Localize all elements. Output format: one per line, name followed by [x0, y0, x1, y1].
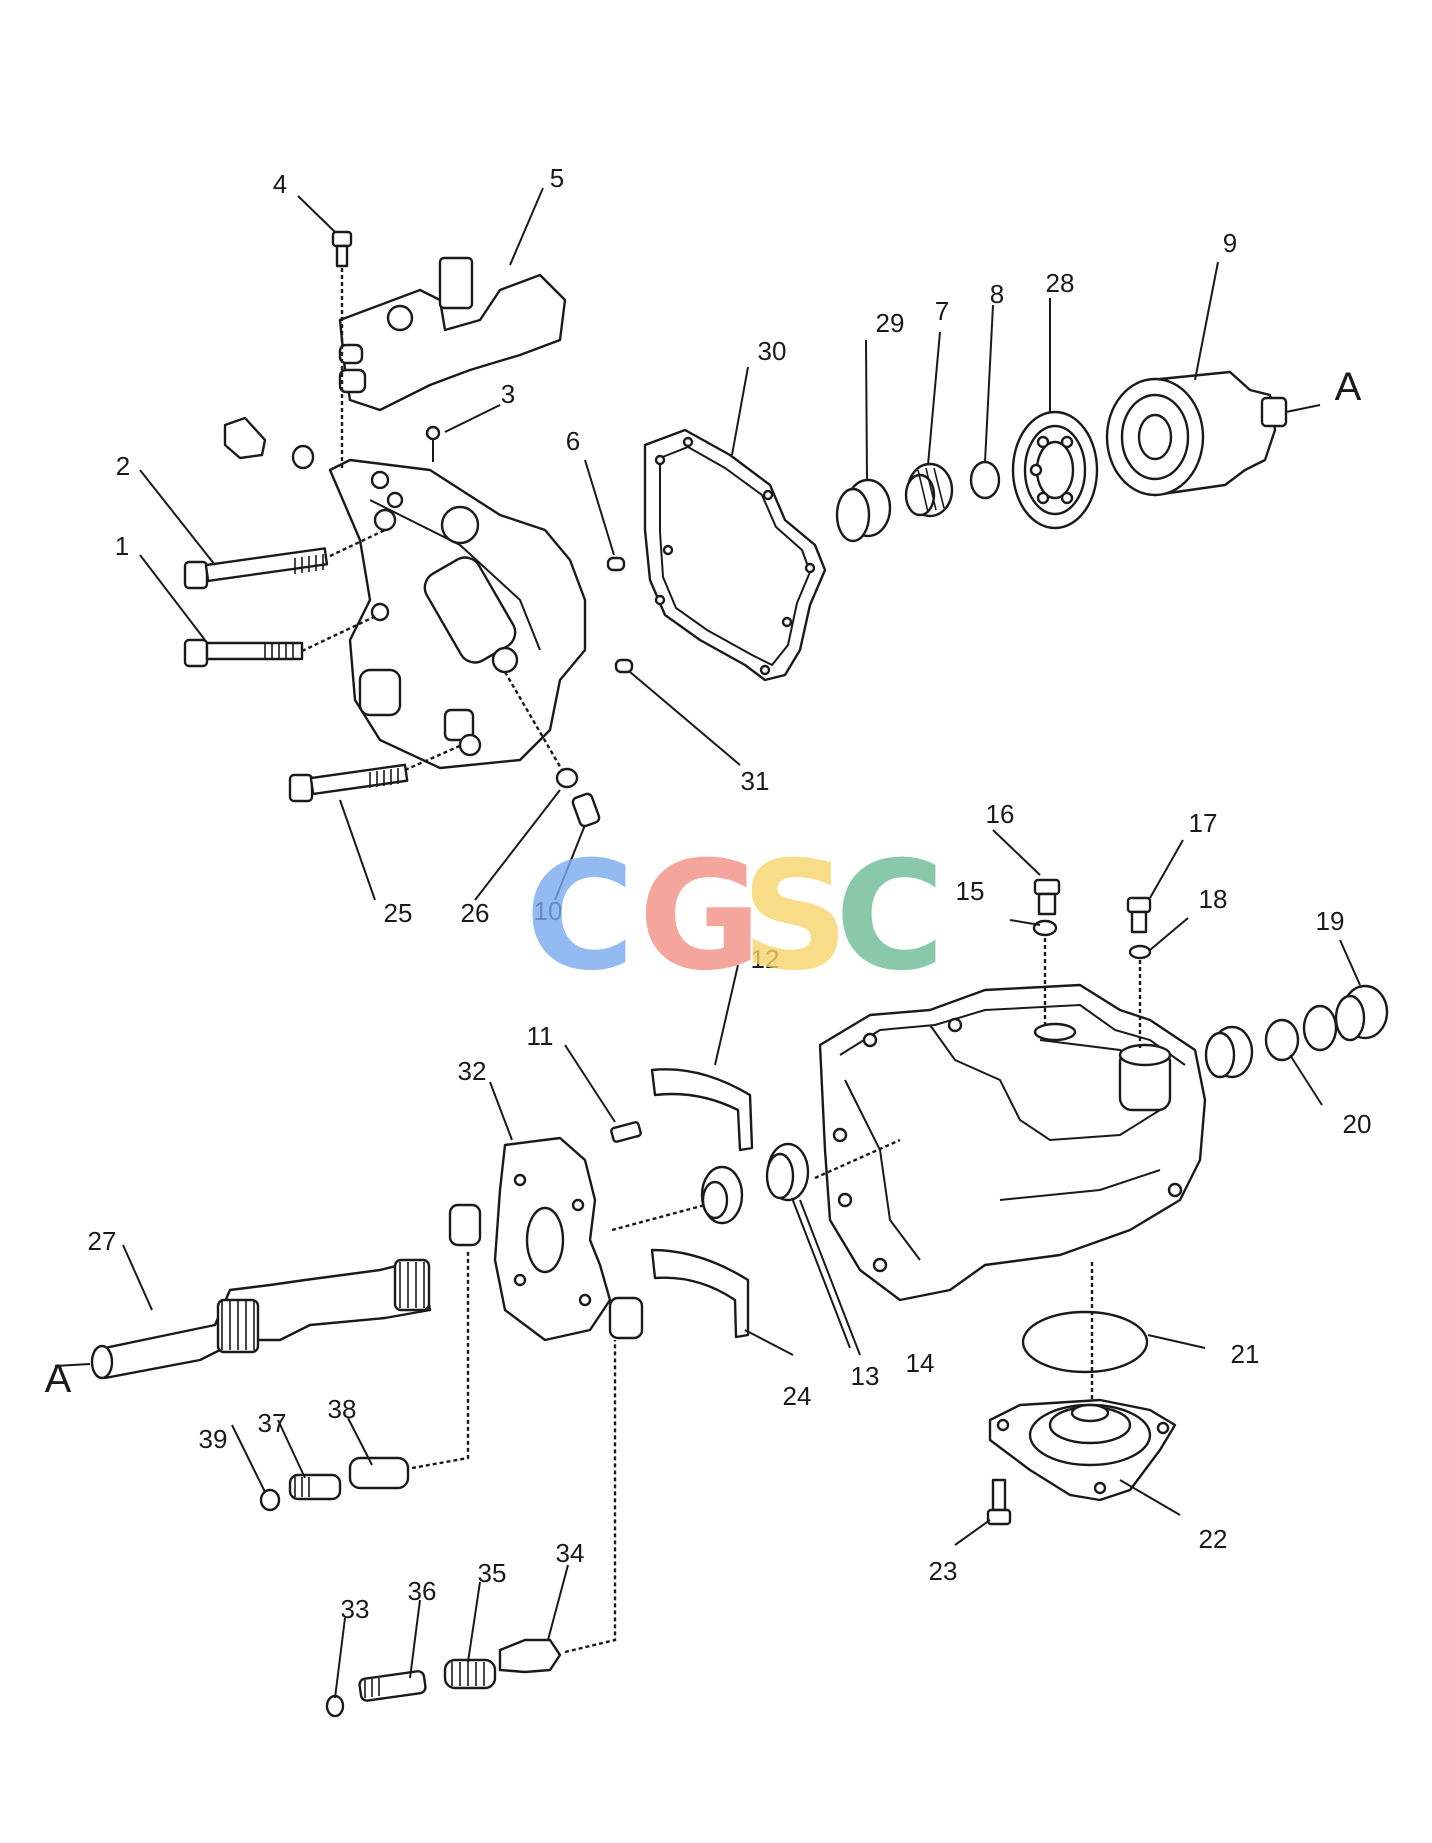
dowel-pin-31	[614, 658, 634, 674]
callout-36: 36	[408, 1576, 437, 1606]
seal-19	[1334, 984, 1389, 1042]
bolt-23	[986, 1478, 1012, 1526]
callouts: 1 2 3 4 5 6 7 8 9 10 11 12 13 14 15 16 1…	[88, 163, 1372, 1624]
callout-38: 38	[328, 1394, 357, 1424]
cover-22	[988, 1398, 1177, 1502]
callout-5: 5	[550, 163, 564, 193]
callout-12: 12	[751, 944, 780, 974]
carrier-32	[448, 1136, 706, 1342]
callout-11: 11	[527, 1021, 554, 1051]
callout-17: 17	[1189, 808, 1218, 838]
callout-7: 7	[935, 296, 949, 326]
callout-18: 18	[1199, 884, 1228, 914]
upper-housing	[328, 458, 587, 770]
callout-25: 25	[384, 898, 413, 928]
callout-28: 28	[1046, 268, 1075, 298]
ring-39	[259, 1488, 281, 1512]
callout-29: 29	[876, 308, 905, 338]
plug-16	[1033, 878, 1061, 916]
solenoid-valve	[338, 256, 567, 412]
callout-14: 14	[906, 1348, 935, 1378]
callout-35: 35	[478, 1558, 507, 1588]
spring-pin-37	[288, 1473, 342, 1501]
callout-33: 33	[341, 1594, 370, 1624]
callout-24: 24	[783, 1381, 812, 1411]
dowel-pin-6	[606, 556, 626, 572]
seal-stack	[1204, 1004, 1338, 1079]
connector-mark-top: A	[1335, 365, 1362, 409]
ring-33	[325, 1694, 345, 1718]
callout-20: 20	[1343, 1109, 1372, 1139]
callout-23: 23	[929, 1556, 958, 1586]
callout-9: 9	[1223, 228, 1237, 258]
callout-8: 8	[990, 279, 1004, 309]
screw-11	[610, 1121, 642, 1143]
snap-ring-8	[969, 460, 1001, 500]
bolt-1	[183, 613, 379, 668]
callout-22: 22	[1199, 1524, 1228, 1554]
bearing-cup-29	[835, 478, 892, 543]
bolt-4	[331, 230, 353, 470]
shoe-24	[650, 1248, 750, 1339]
shaft-27	[54, 1258, 432, 1380]
pin-36	[358, 1670, 427, 1702]
bearing-13	[700, 1165, 744, 1225]
callout-30: 30	[758, 336, 787, 366]
callout-6: 6	[566, 426, 580, 456]
gasket-30	[643, 428, 827, 682]
callout-32: 32	[458, 1056, 487, 1086]
callout-16: 16	[986, 799, 1015, 829]
plug-10	[571, 792, 601, 828]
watermark-letter-s: S	[741, 830, 849, 1004]
callout-4: 4	[273, 169, 287, 199]
seal-14	[765, 1142, 810, 1202]
piston-34	[498, 1340, 617, 1674]
lower-housing	[814, 983, 1207, 1302]
callout-15: 15	[956, 876, 985, 906]
callout-13: 13	[851, 1361, 880, 1391]
ball-bearing-28	[1011, 410, 1099, 530]
callout-19: 19	[1316, 906, 1345, 936]
callout-26: 26	[461, 898, 490, 928]
o-ring-21	[1021, 1262, 1149, 1400]
cgsc-watermark-logo: C G S C	[525, 830, 945, 1004]
plug-17	[1126, 896, 1152, 934]
callout-37: 37	[258, 1408, 287, 1438]
bolt-25	[288, 743, 463, 803]
callout-1: 1	[115, 531, 129, 561]
connector-mark-bottom: A	[45, 1357, 72, 1401]
leader-lines	[122, 187, 1361, 1699]
callout-21: 21	[1231, 1339, 1260, 1369]
cone-bearing-7	[904, 462, 954, 518]
callout-3: 3	[501, 379, 515, 409]
callout-2: 2	[116, 451, 130, 481]
shoe-12	[650, 1068, 754, 1152]
callout-39: 39	[199, 1424, 228, 1454]
o-ring-26	[503, 671, 579, 789]
pin-38	[348, 1250, 470, 1490]
callout-27: 27	[88, 1226, 117, 1256]
bolt-2	[183, 528, 386, 590]
watermark-letter-g: G	[638, 830, 761, 1004]
watermark-letter-c1: C	[525, 830, 635, 1004]
callout-34: 34	[556, 1538, 585, 1568]
spring-35	[443, 1658, 497, 1690]
screw-3	[425, 425, 441, 462]
callout-10: 10	[534, 896, 563, 926]
watermark-letter-c2: C	[835, 830, 945, 1004]
plug-and-washer	[223, 416, 315, 470]
rotor-9	[1105, 370, 1321, 497]
washer-18	[1128, 944, 1152, 1048]
callout-31: 31	[741, 766, 770, 796]
